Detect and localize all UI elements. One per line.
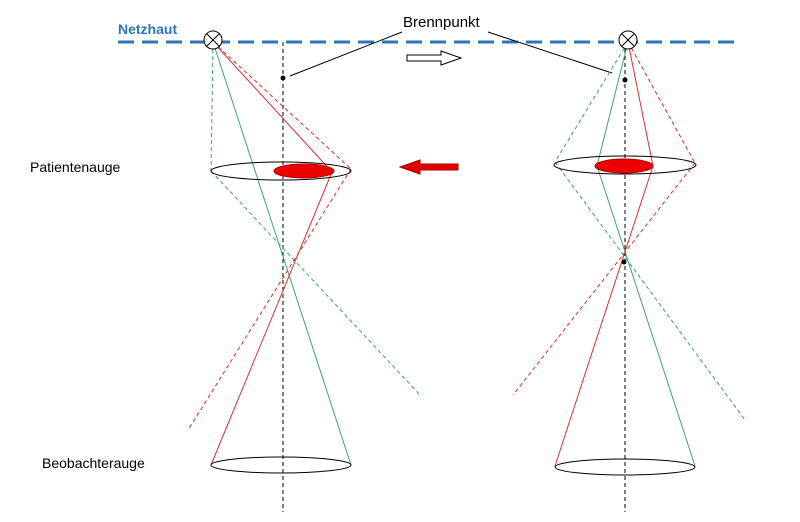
green-dashed-ray <box>554 41 629 163</box>
red-dashed-ray <box>512 162 696 396</box>
light-source-icon <box>618 30 638 50</box>
observer-lens <box>210 456 352 474</box>
green-ray <box>596 41 629 167</box>
focal-point-dot <box>622 77 628 83</box>
green-dashed-ray <box>210 41 214 172</box>
right-setup <box>512 30 746 512</box>
lens-red-spot <box>273 163 335 179</box>
red-ray <box>210 171 333 466</box>
left-setup <box>187 30 421 512</box>
patient-lens <box>553 155 697 175</box>
red-ray <box>554 165 654 467</box>
observer-lens <box>554 458 696 476</box>
light-source-icon <box>203 30 223 50</box>
red-dashed-ray <box>212 41 352 170</box>
patient-eye-label: Patientenauge <box>30 159 121 175</box>
red-dashed-ray <box>187 168 352 431</box>
green-ray <box>596 165 696 467</box>
red-dashed-ray <box>627 41 696 164</box>
green-ray <box>212 41 352 466</box>
leader-line-right <box>487 31 613 74</box>
patient-lens <box>210 161 352 181</box>
leader-line-left <box>289 31 403 77</box>
green-dashed-ray <box>210 170 421 396</box>
red-ray <box>627 41 654 167</box>
red-ray <box>212 41 333 173</box>
green-dashed-ray <box>554 161 746 421</box>
retina-label: Netzhaut <box>118 21 178 37</box>
crossing-point-dot <box>621 259 627 265</box>
focal-point-dot <box>280 75 286 81</box>
red-left-arrow-icon <box>398 159 459 175</box>
observer-eye-label: Beobachterauge <box>42 455 145 471</box>
hollow-right-arrow-icon <box>406 50 463 66</box>
focal-point-label: Brennpunkt <box>403 14 480 31</box>
lens-red-spot <box>594 158 654 174</box>
